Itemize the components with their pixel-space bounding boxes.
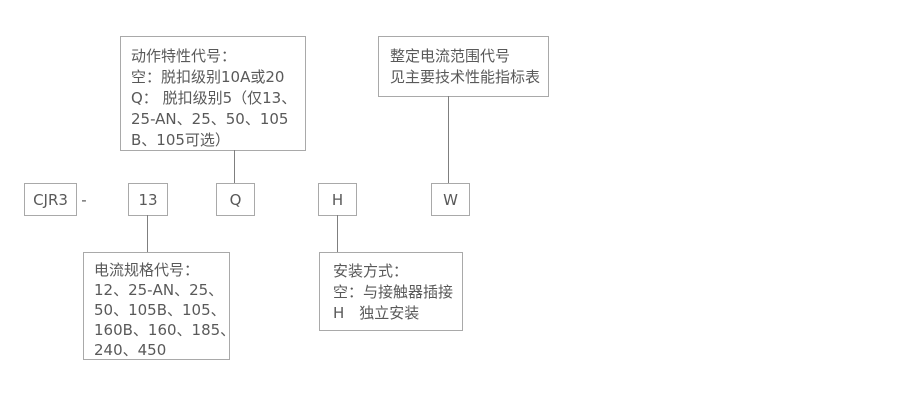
callout-mounting-line-1: 安装方式：	[333, 262, 409, 280]
callout-action-line-2: 空：脱扣级别10A或20	[131, 68, 285, 86]
callout-spec-line-5: 240、450	[94, 341, 167, 359]
action-code-label: Q	[229, 190, 242, 209]
callout-range-line-1: 整定电流范围代号	[390, 47, 511, 65]
connector-action-to-q	[234, 150, 235, 183]
model-label: CJR3	[33, 190, 68, 209]
callout-action-line-3: Q： 脱扣级别5（仅13、	[131, 89, 297, 107]
code-box-mounting: H	[318, 183, 357, 216]
callout-spec-line-2: 12、25-AN、25、	[94, 281, 224, 299]
mounting-code-label: H	[331, 190, 344, 209]
callout-action-line-5: B、105可选）	[131, 131, 230, 149]
code-separator: -	[81, 190, 87, 209]
code-box-range: W	[431, 183, 470, 216]
callout-range-line-2: 见主要技术性能指标表	[390, 68, 541, 86]
code-box-action: Q	[216, 183, 255, 216]
code-box-model: CJR3	[24, 183, 77, 216]
connector-h-to-mounting	[337, 215, 338, 252]
callout-action-line-1: 动作特性代号：	[131, 47, 237, 65]
callout-setting-range: 整定电流范围代号 见主要技术性能指标表	[378, 36, 549, 97]
callout-action-characteristic: 动作特性代号： 空：脱扣级别10A或20 Q： 脱扣级别5（仅13、 25-AN…	[120, 36, 306, 151]
range-code-label: W	[443, 190, 458, 209]
connector-range-to-w	[448, 96, 449, 183]
callout-mounting: 安装方式： 空：与接触器插接 H 独立安装	[319, 252, 463, 331]
callout-action-line-4: 25-AN、25、50、105	[131, 110, 289, 128]
connector-13-to-spec	[147, 215, 148, 252]
callout-spec-line-3: 50、105B、105、	[94, 301, 226, 319]
callout-spec-line-1: 电流规格代号：	[94, 261, 200, 279]
code-box-spec: 13	[128, 183, 168, 216]
callout-current-spec: 电流规格代号： 12、25-AN、25、 50、105B、105、 160B、1…	[83, 252, 236, 360]
callout-mounting-line-2: 空：与接触器插接	[333, 283, 454, 301]
callout-mounting-line-3: H 独立安装	[333, 304, 420, 322]
callout-spec-line-4: 160B、160、185、	[94, 321, 236, 339]
spec-code-label: 13	[138, 190, 158, 209]
